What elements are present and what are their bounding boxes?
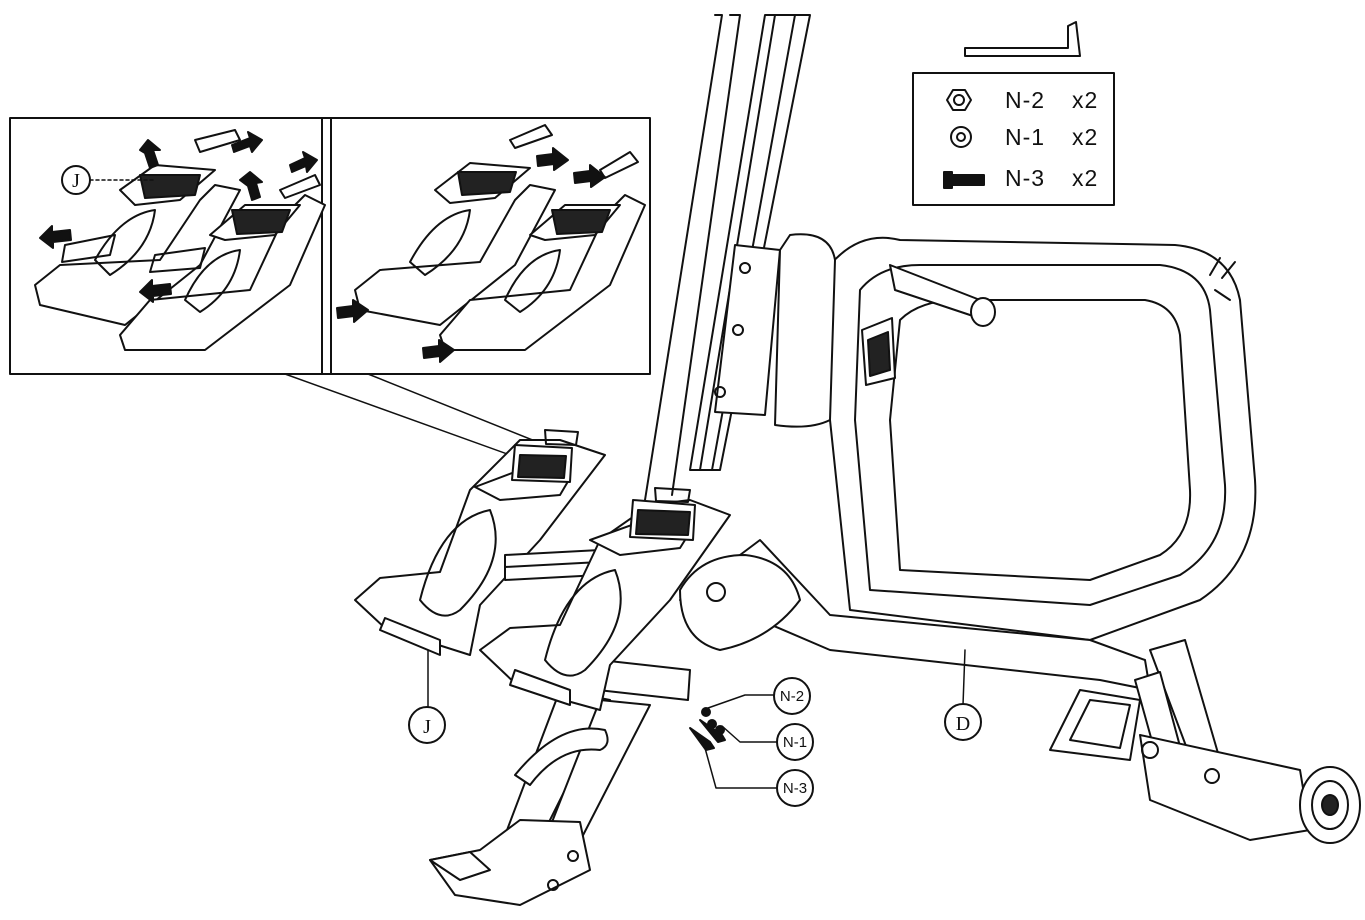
callout-circle-n3 <box>776 769 814 807</box>
inset-left-pedals <box>34 129 326 351</box>
legend-label-n2: N-2 <box>1005 87 1045 113</box>
callout-circle-j <box>408 706 446 744</box>
callout-circle-n2 <box>773 677 811 715</box>
callout-inset-pedal: J <box>72 170 80 192</box>
frame-rear-stabilizer <box>1049 639 1361 844</box>
legend-qty-n1: x2 <box>1072 124 1098 150</box>
callout-pedal: J <box>423 716 431 738</box>
callout-circle-n1 <box>776 723 814 761</box>
callout-circle-d <box>944 703 982 741</box>
callout-hw-n3: N-3 <box>783 780 807 797</box>
washer-icon <box>950 126 972 148</box>
callout-hw-n2: N-2 <box>780 688 804 705</box>
legend-label-n3: N-3 <box>1005 165 1045 191</box>
frame-base-beam <box>429 539 1151 906</box>
pedal-right <box>479 487 731 711</box>
frame-mast <box>644 14 811 501</box>
legend-qty-n2: x2 <box>1072 87 1098 113</box>
pedal-left <box>354 429 606 711</box>
legend-qty-n3: x2 <box>1072 165 1098 191</box>
inset-right-pedals <box>336 124 646 363</box>
callout-frame: D <box>956 713 970 735</box>
callout-hw-n1: N-1 <box>783 734 807 751</box>
pedal-crossbar <box>504 549 601 581</box>
frame-seat-hoop <box>774 233 1257 641</box>
parts-legend <box>912 72 1115 206</box>
allen-key-icon <box>964 21 1081 57</box>
legend-label-n1: N-1 <box>1005 124 1045 150</box>
hardware-exploded <box>689 649 966 789</box>
bolt-icon <box>943 171 985 189</box>
cap-nut-icon <box>946 89 972 111</box>
